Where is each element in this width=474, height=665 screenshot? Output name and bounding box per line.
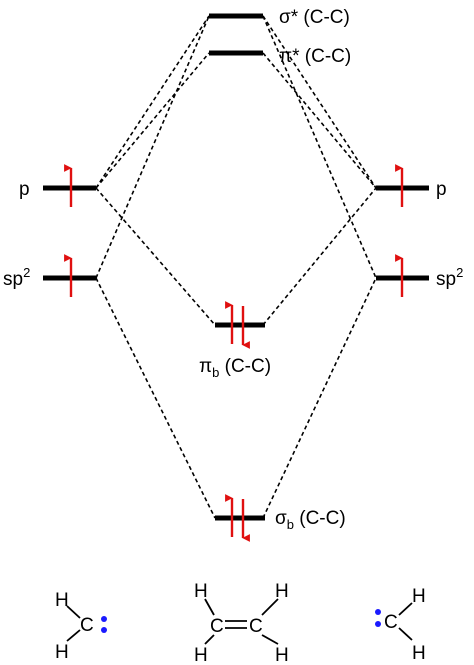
right-carbene-lone-pair-electron [375,609,381,615]
right-carbene-h-bottom: H [412,643,426,664]
ethylene-carbon-left: C [210,616,224,637]
label-pi-star: π* (C-C) [279,46,351,67]
dash-right-sp2-to-sigma-star [262,15,377,279]
correlation-lines [95,15,377,519]
label-right-sp2-sup: 2 [456,265,463,280]
label-left-sp2-sup: 2 [23,265,30,280]
label-pi-b-rest: (C-C) [219,356,271,377]
dash-left-sp2-to-sigma-b [95,277,216,519]
label-right-p: p [436,179,447,200]
dash-left-sp2-to-sigma-star [95,15,210,279]
label-left-sp2-main: sp [3,269,23,290]
label-sigma-star: σ* (C-C) [279,7,350,28]
ethylene-bond-bottom-left [204,634,215,645]
dash-left-p-to-pi-star [95,52,210,189]
ethylene-structure: H H H H C C [194,581,289,665]
label-left-p: p [19,179,30,200]
left-carbene-structure: H H C [55,590,107,663]
label-sigma-b: σb (C-C) [275,508,346,532]
label-right-sp2: sp2 [436,265,463,290]
label-sigma-b-subscript: b [287,517,294,532]
ethylene-h-bottom-right: H [275,645,289,665]
left-carbene-bond-bottom [66,629,81,642]
label-pi-b-symbol: π [199,356,212,377]
ethylene-bond-top-left [204,598,215,616]
ethylene-bond-top-right [261,598,279,616]
dash-right-sp2-to-sigma-b [262,277,377,519]
left-carbene-bond-top [66,605,81,619]
label-sigma-b-symbol: σ [275,508,287,529]
ethylene-h-top-left: H [194,581,208,602]
left-carbene-lone-pair-electron [101,627,107,633]
ethylene-h-bottom-left: H [194,645,208,665]
ethylene-bond-bottom-right [261,634,279,645]
dash-left-p-to-sigma-star [95,15,210,189]
label-pi-b-subscript: b [212,365,219,380]
label-pi-b: πb (C-C) [199,356,271,380]
label-left-sp2: sp2 [3,265,30,290]
label-sigma-b-rest: (C-C) [294,508,346,529]
left-carbene-lone-pair-electron [101,616,107,622]
left-carbene-h-top: H [55,590,69,611]
electrons [64,164,404,542]
dash-left-p-to-pi-b [95,187,216,326]
dash-right-p-to-sigma-star [262,15,377,189]
energy-levels [43,13,429,521]
right-carbene-structure: C H H [375,586,426,664]
ethylene-carbon-right: C [249,616,263,637]
right-carbene-h-top: H [412,586,426,607]
right-carbene-carbon: C [384,612,398,633]
ethylene-h-top-right: H [275,581,289,602]
dash-right-p-to-pi-star [262,52,377,189]
right-carbene-bond-top [398,602,413,616]
right-carbene-lone-pair-electron [375,621,381,627]
right-carbene-bond-bottom [398,627,413,641]
left-carbene-h-bottom: H [55,642,69,663]
label-right-sp2-main: sp [436,269,456,290]
left-carbene-carbon: C [80,615,94,636]
dash-right-p-to-pi-b [262,187,377,326]
